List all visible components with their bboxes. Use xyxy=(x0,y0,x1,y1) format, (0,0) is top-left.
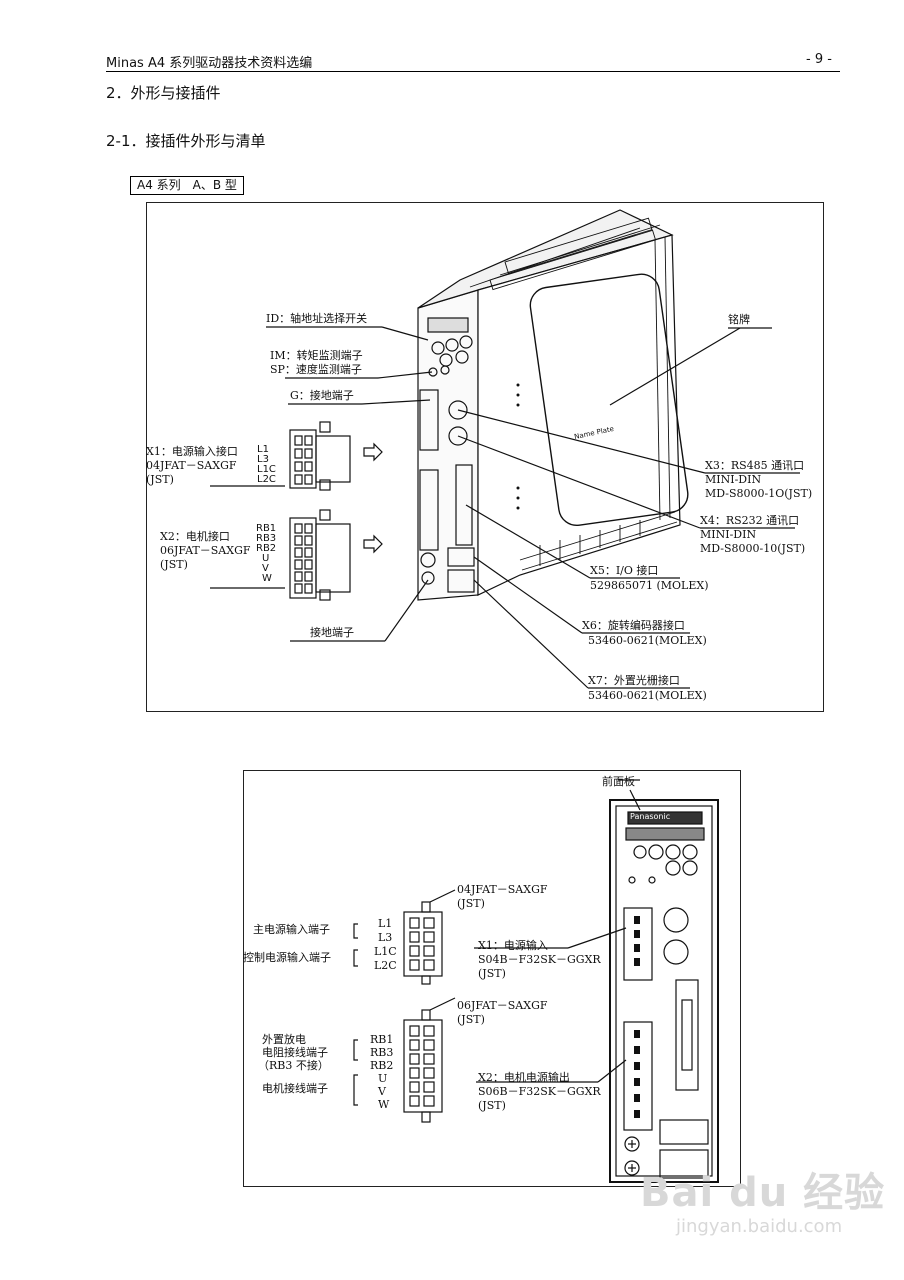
pin1-l1: L1 xyxy=(378,917,393,930)
x5-part: 529865071 (MOLEX) xyxy=(590,579,709,592)
label-ground: G：接地端子 xyxy=(290,389,354,402)
ext-res-line1: 外置放电 xyxy=(262,1033,306,1046)
x6-part: 53460-0621(MOLEX) xyxy=(588,634,707,647)
x3-l3: MD-S8000-1O(JST) xyxy=(705,487,813,500)
x7-title: X7：外置光栅接口 xyxy=(588,674,680,687)
doc-title: Minas A4 系列驱动器技术资料选编 xyxy=(106,56,313,71)
x4-l2: MINI-DIN xyxy=(700,528,757,541)
label-front-panel: 前面板 xyxy=(602,775,635,788)
x6-title: X6：旋转编码器接口 xyxy=(582,619,685,632)
x1-pin-l3: L3 xyxy=(257,454,269,465)
x2-pin-rb1: RB1 xyxy=(256,523,277,534)
page-number: - 9 - xyxy=(806,52,832,67)
x1-pin-l1: L1 xyxy=(257,444,269,455)
x7-part: 53460-0621(MOLEX) xyxy=(588,689,707,702)
fig2-x1-title: X1：电源输入 xyxy=(478,939,548,952)
x2-pin-v: V xyxy=(262,563,269,574)
label-im: IM：转矩监测端子 xyxy=(270,349,363,362)
x4-l3: MD-S8000-10(JST) xyxy=(700,542,806,555)
x3-title: X3：RS485 通讯口 xyxy=(705,459,805,472)
pin2-rb3: RB3 xyxy=(370,1046,394,1059)
watermark-url: jingyan.baidu.com xyxy=(676,1216,843,1237)
conn2-maker: (JST) xyxy=(457,1013,485,1026)
x1-part: 04JFAT－SAXGF xyxy=(146,459,237,472)
model-tag: A4 系列 A、B 型 xyxy=(130,176,244,195)
label-main-power: 主电源输入端子 xyxy=(253,923,330,936)
pin2-v: V xyxy=(378,1085,386,1098)
figure-1-frame xyxy=(146,202,824,712)
x1-title: X1：电源输入接口 xyxy=(146,445,238,458)
figure-2-frame xyxy=(243,770,741,1187)
x2-pin-rb3: RB3 xyxy=(256,533,277,544)
conn2-part: 06JFAT－SAXGF xyxy=(457,999,548,1012)
x2-part: 06JFAT－SAXGF xyxy=(160,544,251,557)
x2-pin-u: U xyxy=(262,553,270,564)
ext-res-line2: 电阻接线端子 xyxy=(262,1046,328,1059)
fig2-x2-maker: (JST) xyxy=(478,1099,506,1112)
pin1-l1c: L1C xyxy=(374,945,397,958)
x5-title: X5：I/O 接口 xyxy=(590,564,659,577)
label-sp: SP：速度监测端子 xyxy=(270,363,362,376)
conn1-part: 04JFAT－SAXGF xyxy=(457,883,548,896)
pin2-u: U xyxy=(378,1072,388,1085)
panel-brand: Panasonic xyxy=(630,812,671,821)
pin1-l2c: L2C xyxy=(374,959,397,972)
x3-l2: MINI-DIN xyxy=(705,473,762,486)
x2-pin-w: W xyxy=(262,573,272,584)
pin2-rb2: RB2 xyxy=(370,1059,394,1072)
label-ground-terminal: 接地端子 xyxy=(310,626,354,639)
pin2-w: W xyxy=(378,1098,390,1111)
ext-res-line3: （RB3 不接） xyxy=(258,1059,329,1072)
label-ctrl-power: 控制电源输入端子 xyxy=(243,951,331,964)
label-id-switch: ID：轴地址选择开关 xyxy=(266,312,368,325)
x4-title: X4：RS232 通讯口 xyxy=(700,514,800,527)
header-rule xyxy=(106,71,840,72)
pin2-rb1: RB1 xyxy=(370,1033,394,1046)
label-nameplate: 铭牌 xyxy=(728,313,750,326)
watermark-brand: Bai du 经验 xyxy=(640,1170,886,1216)
x2-maker: (JST) xyxy=(160,558,188,571)
section-2-title: 2．外形与接插件 xyxy=(106,84,221,102)
x1-pin-l1c: L1C xyxy=(257,464,276,475)
pin1-l3: L3 xyxy=(378,931,393,944)
x2-pin-rb2: RB2 xyxy=(256,543,277,554)
x2-title: X2：电机接口 xyxy=(160,530,230,543)
fig2-x1-part: S04B－F32SK－GGXR xyxy=(478,953,601,966)
fig2-x2-title: X2：电机电源输出 xyxy=(478,1071,570,1084)
conn1-maker: (JST) xyxy=(457,897,485,910)
label-motor-terminal: 电机接线端子 xyxy=(262,1082,328,1095)
x1-pin-l2c: L2C xyxy=(257,474,276,485)
fig2-x2-part: S06B－F32SK－GGXR xyxy=(478,1085,601,1098)
x1-maker: (JST) xyxy=(146,473,174,486)
section-2-1-title: 2-1．接插件外形与清单 xyxy=(106,132,266,150)
fig2-x1-maker: (JST) xyxy=(478,967,506,980)
